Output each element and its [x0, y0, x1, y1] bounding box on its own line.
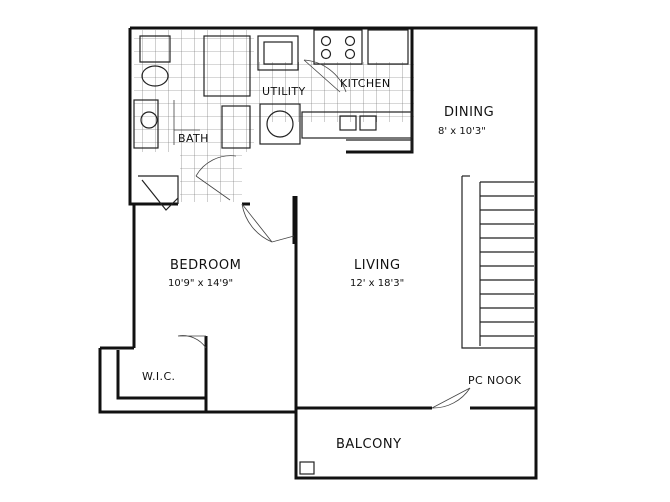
living-label: LIVING: [354, 258, 401, 273]
kitchen-label: KITCHEN: [340, 77, 390, 90]
balcony-planter: [299, 461, 315, 475]
door-swings: [177, 59, 471, 409]
dining-dimensions: 8' x 10'3": [438, 126, 486, 137]
dining-label: DINING: [444, 105, 494, 120]
kitchen-fixtures: [301, 29, 413, 152]
living-dimensions: 12' x 18'3": [350, 278, 404, 289]
bedroom-dimensions: 10'9" x 14'9": [168, 278, 233, 289]
exterior-walls: [98, 26, 538, 480]
closets: [138, 175, 179, 211]
pc-nook-label: PC NOOK: [468, 374, 522, 387]
tile-floor: [134, 30, 414, 202]
bath-label: BATH: [178, 132, 209, 145]
wic-label: W.I.C.: [142, 370, 175, 383]
stairs: [479, 181, 534, 346]
balcony-label: BALCONY: [336, 437, 402, 452]
bedroom-label: BEDROOM: [170, 258, 241, 273]
bath-fixtures: [133, 35, 251, 149]
utility-fixtures: [257, 35, 301, 145]
utility-label: UTILITY: [262, 85, 306, 98]
